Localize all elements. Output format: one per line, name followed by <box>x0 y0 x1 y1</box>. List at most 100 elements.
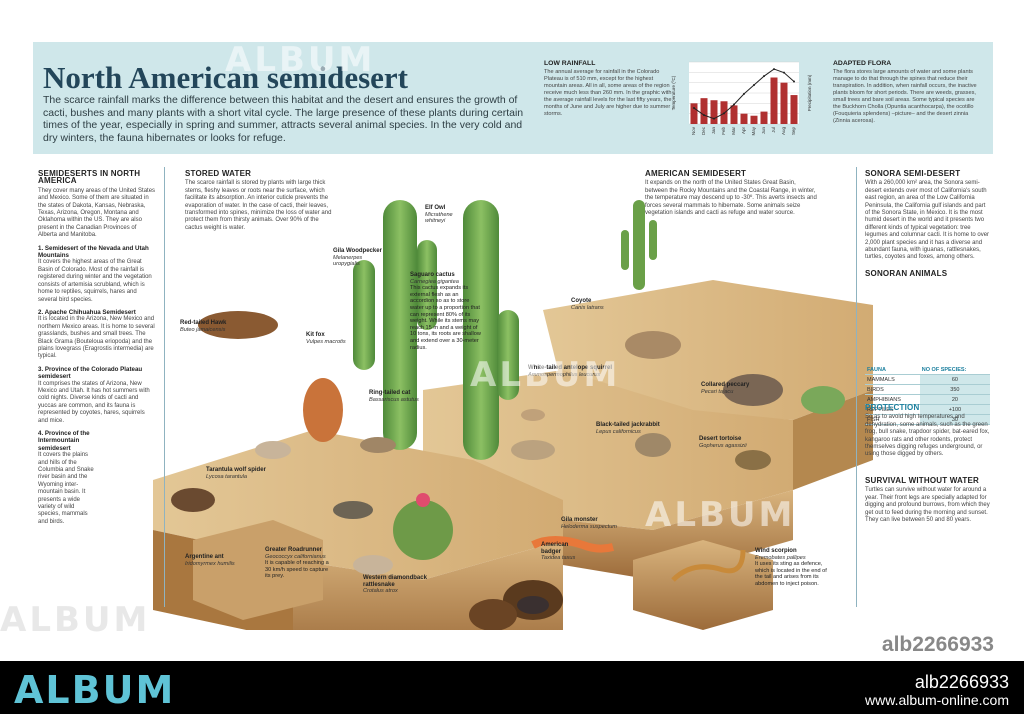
sonora-title: SONORA SEMI-DESERT <box>865 169 961 178</box>
species-desc: It uses its sting as defence, which is l… <box>755 561 827 587</box>
species-name: Ring-tailed cat <box>369 390 411 396</box>
species-name: Greater Roadrunner <box>265 547 323 553</box>
chart-bar <box>740 113 748 124</box>
species-name: Collared peccary <box>701 382 750 388</box>
left-item-text: It comprises the states of Arizona, New … <box>38 380 150 424</box>
image-code: alb2266933 <box>914 672 1009 692</box>
chart-tick-label: Feb <box>721 127 726 135</box>
species-name: Black-tailed jackrabbit <box>596 422 660 428</box>
chart-temperature-point <box>713 117 715 120</box>
header-band: North American semidesert The scarce rai… <box>33 42 993 154</box>
album-logo[interactable]: ALBUM <box>14 668 176 712</box>
sonoran-animals-title: SONORAN ANIMALS <box>865 268 948 278</box>
sonora-text: With a 260,000 km² area, the Sonora semi… <box>865 180 990 261</box>
terrain-right-side <box>793 390 873 490</box>
species-name: Red-tailed Hawk <box>180 320 227 326</box>
species-name: Desert tortoise <box>699 436 742 442</box>
species-scientific: Carnegiea gigantea <box>410 278 459 285</box>
species-name: White-tailed antelope squirrel <box>528 365 613 371</box>
species-name: Western diamondback rattlesnake <box>363 575 427 588</box>
species-scientific: Bassariscus astutus <box>369 396 419 403</box>
table-cell: REPTILES <box>865 404 920 415</box>
chart-tick-label: Jun <box>761 127 766 135</box>
chart-ylabel: Temperature (ºC) <box>671 75 676 110</box>
chart-bar <box>790 95 798 124</box>
species-name: Gila Woodpecker <box>333 248 382 254</box>
survival-box: SURVIVAL WITHOUT WATER Turtles can survi… <box>865 476 990 524</box>
saguaro-cactus-2 <box>463 200 519 460</box>
species-scientific: Iridomyrmex humilis <box>185 560 235 567</box>
rainfall-title: LOW RAINFALL <box>544 60 596 67</box>
chart-bar <box>750 115 758 124</box>
left-title: SEMIDESERTS IN NORTH AMERICA <box>38 169 141 186</box>
chart-tick-label: Nov <box>691 126 696 135</box>
saguaro-cactus-1 <box>353 200 437 450</box>
species-name: Gila monster <box>561 517 598 523</box>
table-cell: 350 <box>919 384 990 395</box>
ant-block <box>193 520 323 620</box>
chart-bar <box>700 98 708 124</box>
left-item-heading: 2. Apache Chihuahua Semidesert <box>38 308 136 316</box>
peccary <box>723 374 783 406</box>
species-scientific: Taxidea taxus <box>541 555 576 562</box>
chart-temperature-point <box>763 75 765 78</box>
chart-tick-label: Jan <box>711 127 716 135</box>
chart-tick-label: May <box>751 126 756 135</box>
gila-monster <box>531 536 615 553</box>
left-item-text: It covers the highest areas of the Great… <box>38 259 152 303</box>
survival-title: SURVIVAL WITHOUT WATER <box>865 476 980 485</box>
species-scientific: Lepus californicus <box>596 428 641 435</box>
species-scientific: Pecari tajacu <box>701 388 734 395</box>
terrain-right-top <box>543 280 873 420</box>
species-scientific: Eremobates pallipes <box>755 554 806 561</box>
ring-tailed-cat <box>360 437 396 453</box>
survival-text: Turtles can survive without water for ar… <box>865 487 990 524</box>
site-url[interactable]: www.album-online.com <box>865 692 1009 708</box>
species-scientific: Melanerpes uropygialis <box>333 254 363 268</box>
chart-temperature-point <box>753 84 755 87</box>
semidesert-illustration <box>153 200 873 630</box>
chart-temperature-point <box>733 103 735 106</box>
chart-temperature-point <box>773 68 775 71</box>
species-desc: This cactus expands its external flesh a… <box>410 285 481 351</box>
chart-bar <box>710 100 718 124</box>
species-scientific: Lycosa tarantula <box>206 473 247 480</box>
rock <box>353 555 393 575</box>
rock <box>255 441 291 459</box>
protection-title: PROTECTION <box>865 403 920 412</box>
infographic-sheet: North American semidesert The scarce rai… <box>33 42 993 635</box>
left-item-heading: 1. Semidesert of the Nevada and Utah Mou… <box>38 244 149 260</box>
flora-text: The flora stores large amounts of water … <box>833 69 977 124</box>
rainfall-text: The annual average for rainfall in the C… <box>544 69 672 117</box>
chart-temperature-point <box>783 71 785 74</box>
barrel-cactus <box>393 500 453 560</box>
species-name: Saguaro cactus <box>410 272 455 278</box>
flora-title: ADAPTED FLORA <box>833 60 892 67</box>
scorpion <box>671 549 746 582</box>
coyote <box>625 331 681 359</box>
hawk <box>198 311 278 339</box>
roadrunner <box>333 501 373 519</box>
cactus-flower <box>416 493 430 507</box>
species-scientific: Geococcyx californianus <box>265 553 326 560</box>
table-cell: +100 <box>919 404 990 415</box>
intro-text: The scarce rainfall marks the difference… <box>43 94 524 144</box>
chart-temperature-point <box>743 92 745 95</box>
left-intro: They cover many areas of the United Stat… <box>38 187 156 239</box>
squirrel <box>521 409 545 421</box>
scorpion-block <box>633 540 773 630</box>
table-header: NO OF SPECIES: <box>919 365 990 375</box>
left-item: 3. Province of the Colorado Plateau semi… <box>38 366 156 425</box>
